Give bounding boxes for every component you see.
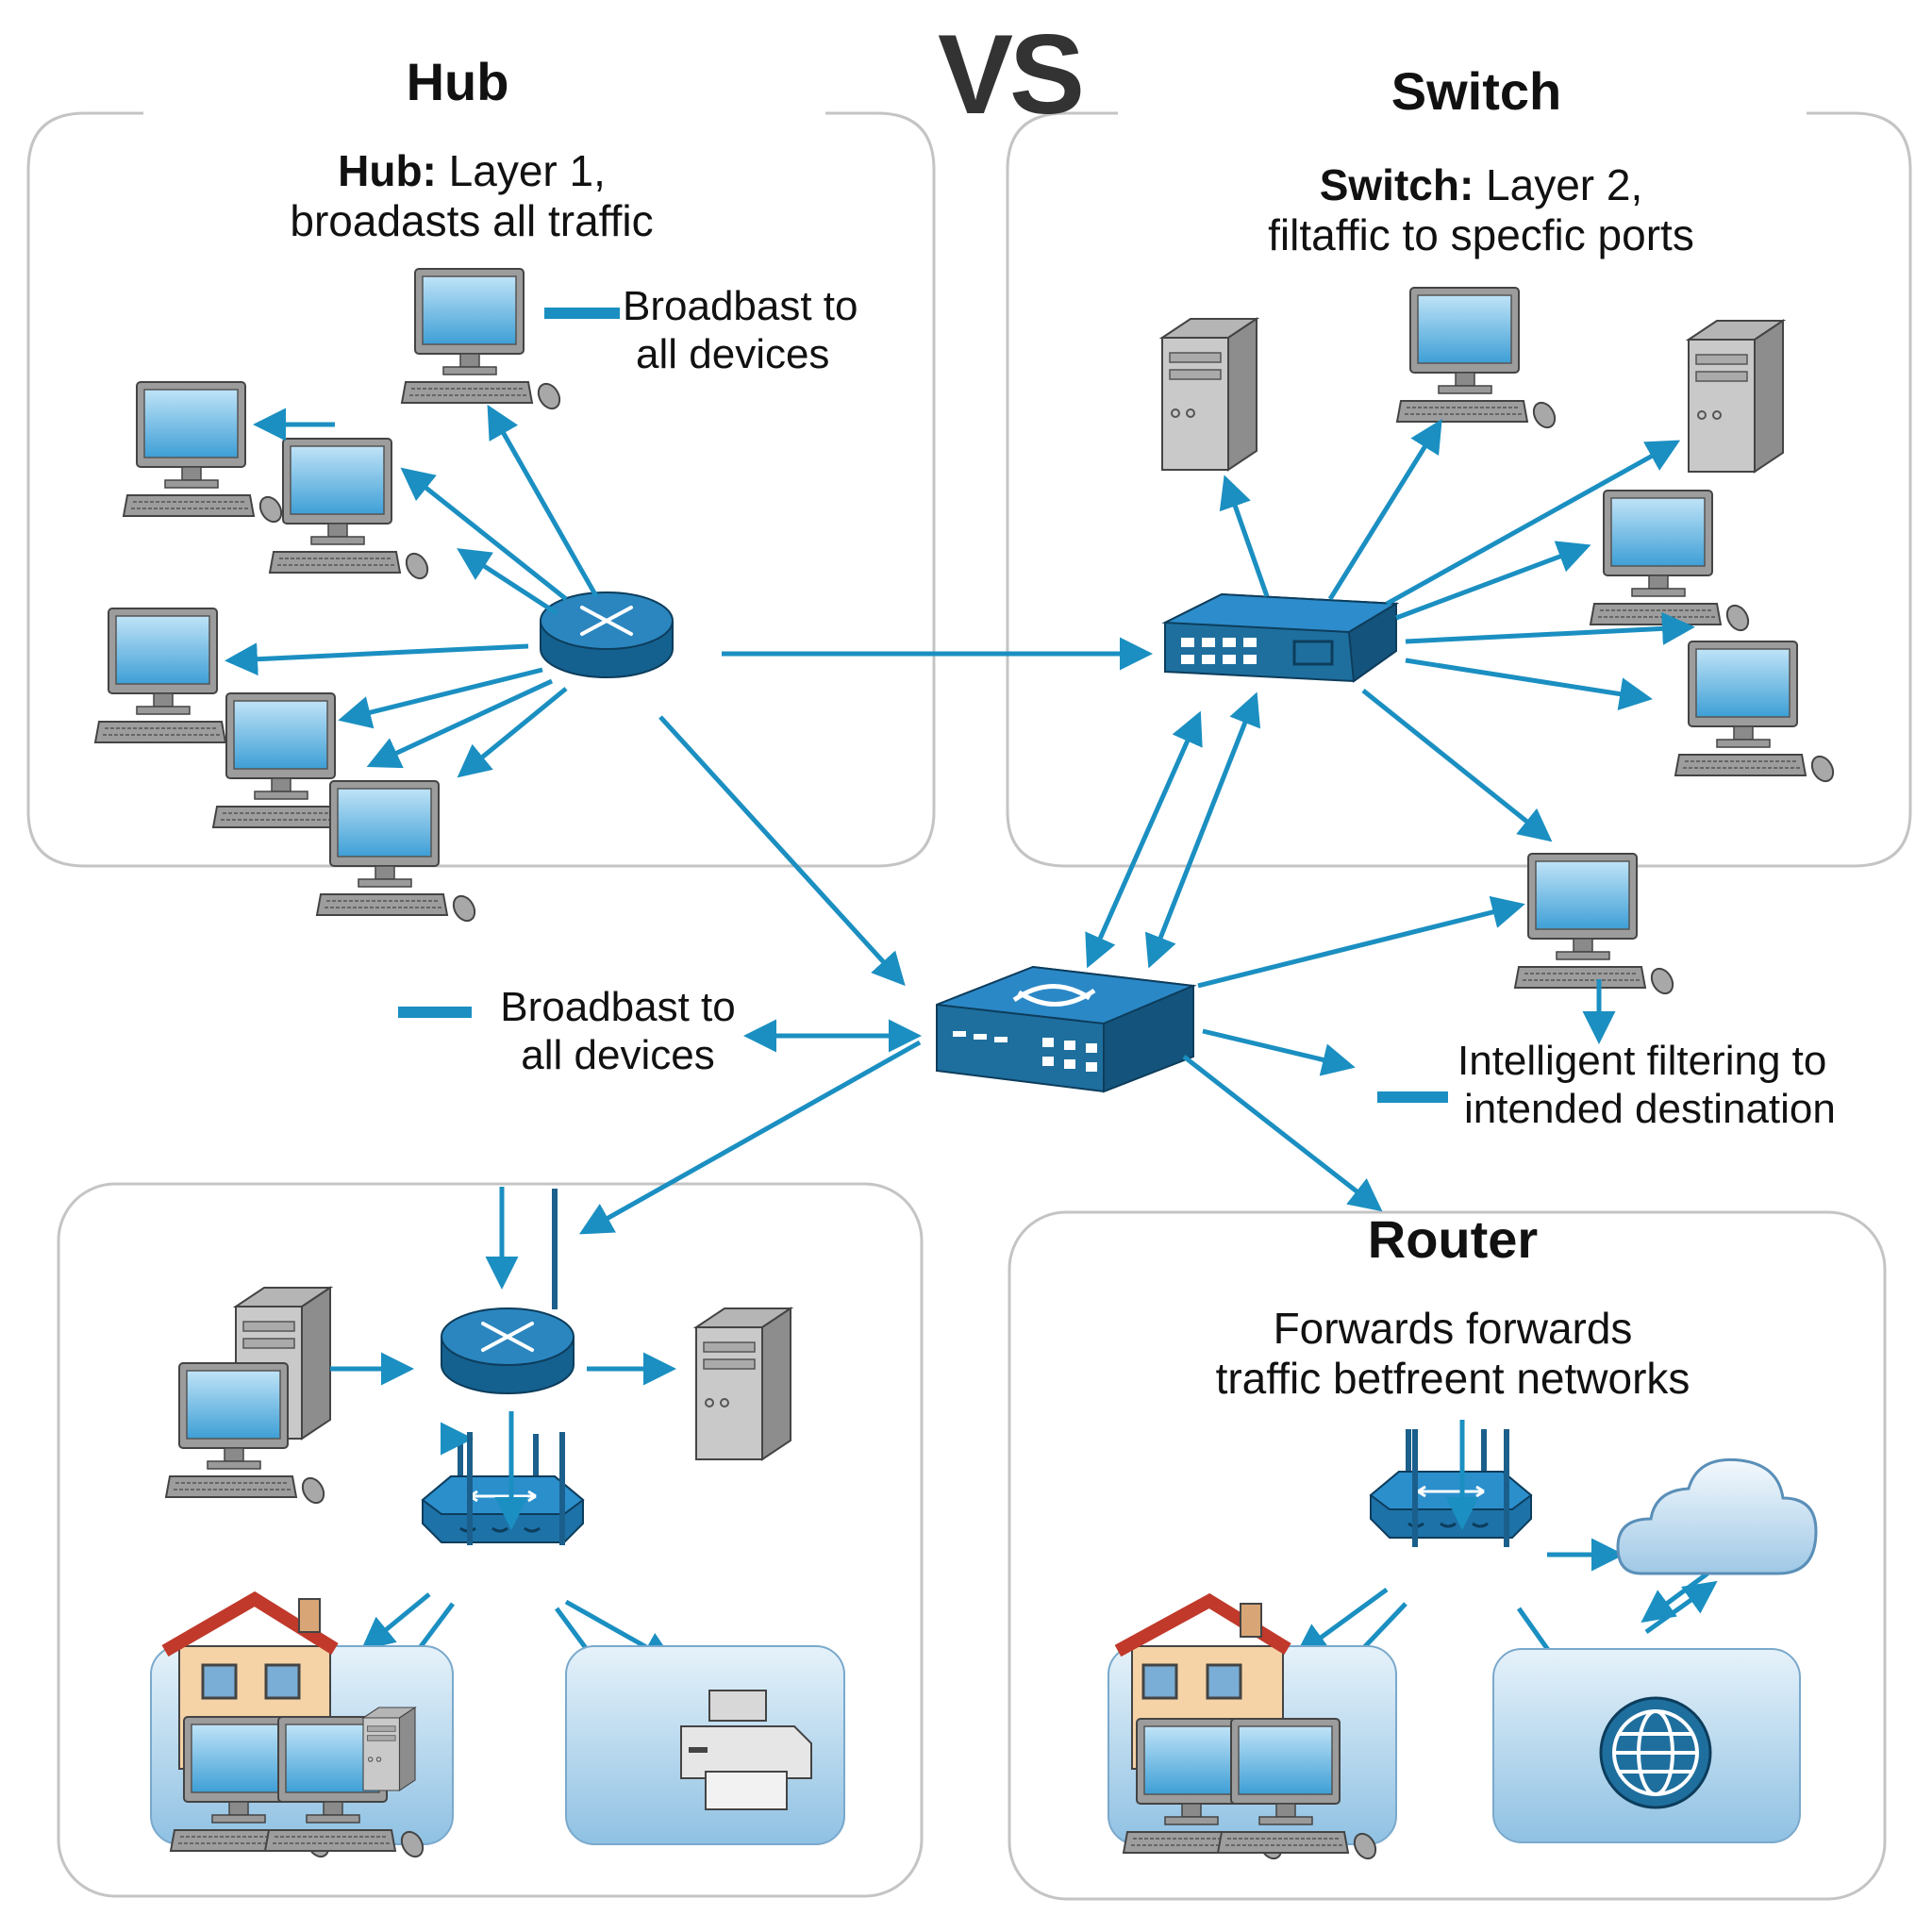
hub-desc-bold: Hub:	[338, 146, 437, 195]
globe-icon	[1599, 1696, 1712, 1809]
home-arrows	[330, 1187, 676, 1704]
hub-pc-top	[401, 268, 565, 414]
hub-pc-5	[316, 780, 480, 926]
switch-panel-border	[1006, 111, 1912, 868]
center-broadcast-swatch	[398, 1007, 472, 1018]
hub-desc-rest: Layer 1,	[436, 146, 606, 195]
router-title: Router	[1367, 1209, 1539, 1269]
hub-broadcast-arrows	[225, 404, 599, 778]
center-left-line2: all devices	[521, 1031, 715, 1078]
home-lan-tower	[362, 1707, 416, 1791]
hub-note-line1: Broadbast to	[623, 283, 858, 329]
printer-icon	[680, 1690, 812, 1810]
switch-pc-top	[1396, 287, 1560, 433]
router-description: Forwards forwards traffic betfreent netw…	[1151, 1304, 1755, 1404]
center-left-line1: Broadbast to	[500, 984, 736, 1030]
center-arrows	[578, 691, 1616, 1235]
home-wifi-router-icon	[423, 1434, 583, 1542]
center-right-line1: Intelligent filtering to	[1457, 1038, 1827, 1084]
hub-desc-line2: broadasts all traffic	[290, 195, 654, 245]
switch-desc-bold: Switch:	[1319, 160, 1474, 209]
switch-desc-line2: filtaffic to specfic ports	[1268, 209, 1694, 259]
switch-device-icon	[1161, 592, 1400, 683]
switch-server-right	[1688, 320, 1784, 473]
switch-pc-1	[1590, 490, 1754, 636]
hub-device-icon	[539, 591, 675, 679]
hub-description: Hub: Layer 1, broadasts all traffic	[226, 146, 717, 246]
center-broadcast-note: Broadbast to all devices	[467, 984, 769, 1079]
broadcast-legend-swatch	[544, 308, 620, 319]
vs-heading: VS	[937, 11, 1085, 138]
switch-arrows	[1219, 419, 1695, 842]
filter-legend-swatch	[1377, 1091, 1448, 1103]
destination-pc	[1514, 853, 1678, 999]
cloud-icon	[1616, 1457, 1818, 1575]
home-server-right	[695, 1307, 791, 1460]
switch-pc-2	[1674, 641, 1839, 787]
home-network-panel	[57, 1182, 924, 1898]
router-panel	[1008, 1210, 1887, 1901]
switch-server-left	[1161, 318, 1257, 471]
switch-desc-rest: Layer 2,	[1474, 160, 1643, 209]
hub-broadcast-note: Broadbast to all devices	[623, 283, 887, 378]
hub-pc-1	[123, 381, 287, 527]
hub-panel-border	[26, 111, 936, 868]
filtering-note: Intelligent filtering to intended destin…	[1443, 1038, 1896, 1133]
center-right-line2: intended destination	[1464, 1085, 1836, 1132]
center-switch-icon	[936, 965, 1197, 1093]
hub-title: Hub	[406, 52, 509, 111]
switch-description: Switch: Layer 2, filtaffic to specfic po…	[1189, 160, 1774, 260]
home-router-icon	[440, 1307, 575, 1395]
router-desc-line2: traffic betfreent networks	[1215, 1353, 1690, 1403]
router-desc-line1: Forwards forwards	[1273, 1304, 1633, 1353]
hub-pc-2	[269, 438, 433, 584]
hub-note-line2: all devices	[636, 330, 830, 377]
switch-title: Switch	[1391, 61, 1562, 121]
